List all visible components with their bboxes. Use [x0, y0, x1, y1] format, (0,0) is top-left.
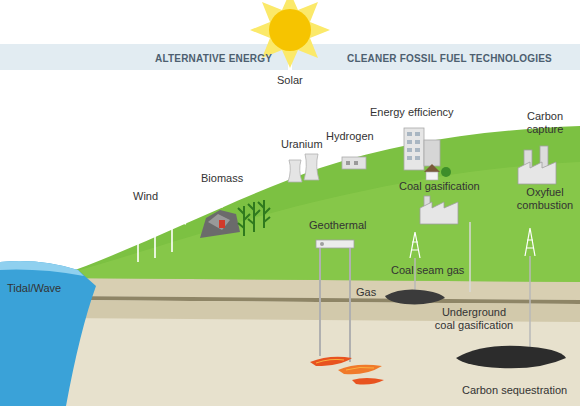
water-surface	[0, 261, 84, 276]
part-label: Underground coal gasification	[434, 306, 514, 332]
section-heading: CLEANER FOSSIL FUEL TECHNOLOGIES	[347, 52, 552, 65]
part-label: Oxyfuel combustion	[515, 186, 575, 212]
wind-turbines	[125, 202, 186, 262]
section-heading: ALTERNATIVE ENERGY	[155, 52, 272, 65]
geothermal-plant	[316, 240, 354, 362]
sequestration-derrick	[525, 228, 535, 256]
part-label: Gas	[356, 286, 376, 299]
water	[0, 261, 96, 406]
part-label: Coal seam gas	[391, 264, 464, 277]
part-label: Hydrogen	[326, 130, 374, 143]
hydrogen-plant	[342, 157, 366, 169]
coal-gasification-plant	[420, 196, 458, 224]
part-label: Geothermal	[309, 219, 366, 232]
carbon-storage	[456, 346, 566, 369]
part-label: Wind	[133, 190, 158, 203]
part-label: Tidal/Wave	[7, 282, 61, 295]
sequestration-well	[529, 256, 531, 352]
biomass-pile	[200, 196, 270, 238]
geothermal-heat	[310, 357, 384, 385]
part-label: Energy efficiency	[370, 106, 454, 119]
efficient-buildings	[404, 128, 451, 180]
part-label: Coal gasification	[399, 180, 480, 193]
part-label: Solar	[277, 74, 303, 87]
cooling-towers	[288, 154, 319, 182]
part-label: Uranium	[281, 138, 323, 151]
part-label: Biomass	[201, 172, 243, 185]
part-label: Carbon sequestration	[462, 384, 567, 397]
carbon-capture-plant	[518, 146, 556, 184]
part-label: Carbon capture	[520, 110, 570, 136]
gas-reservoir	[385, 290, 445, 305]
gas-derrick	[410, 232, 420, 258]
coal-seam-gas-well	[469, 222, 471, 292]
